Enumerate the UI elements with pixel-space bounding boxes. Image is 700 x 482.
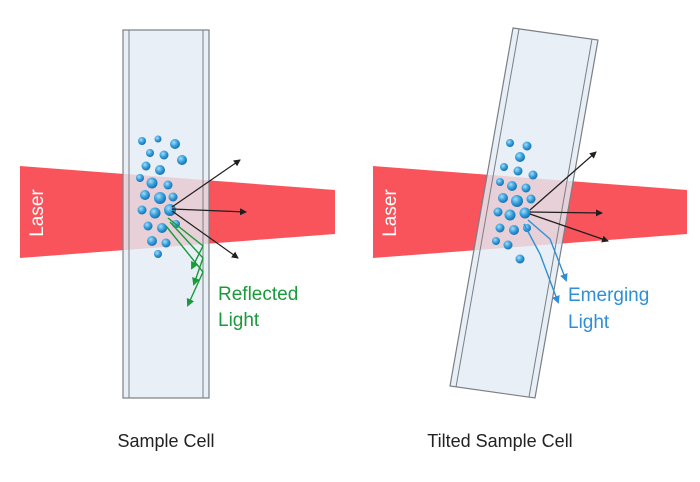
panel-tilted-sample-cell: Laser <box>373 27 687 451</box>
emerging-light-label-line2: Light <box>568 312 610 333</box>
scattered-light-arrows <box>171 159 247 259</box>
emerging-light-arrows <box>523 219 568 304</box>
particles-tilted <box>492 139 538 264</box>
reflected-light-arrows <box>165 217 204 307</box>
reflected-light-label-line1: Reflected <box>218 284 298 305</box>
particles <box>136 135 187 258</box>
caption-tilted-sample-cell: Tilted Sample Cell <box>427 431 572 451</box>
reflected-light-label: Reflected Light <box>218 284 304 331</box>
emerging-light-label: Emerging Light <box>568 285 655 333</box>
laser-label: Laser <box>27 189 48 237</box>
laser-label-tilted: Laser <box>380 189 401 237</box>
panel-sample-cell: Laser <box>20 29 335 451</box>
reflected-light-label-line2: Light <box>218 310 260 331</box>
emerging-light-label-line1: Emerging <box>568 285 649 306</box>
caption-sample-cell: Sample Cell <box>117 431 214 451</box>
scattered-light-arrows-tilted <box>529 151 609 243</box>
